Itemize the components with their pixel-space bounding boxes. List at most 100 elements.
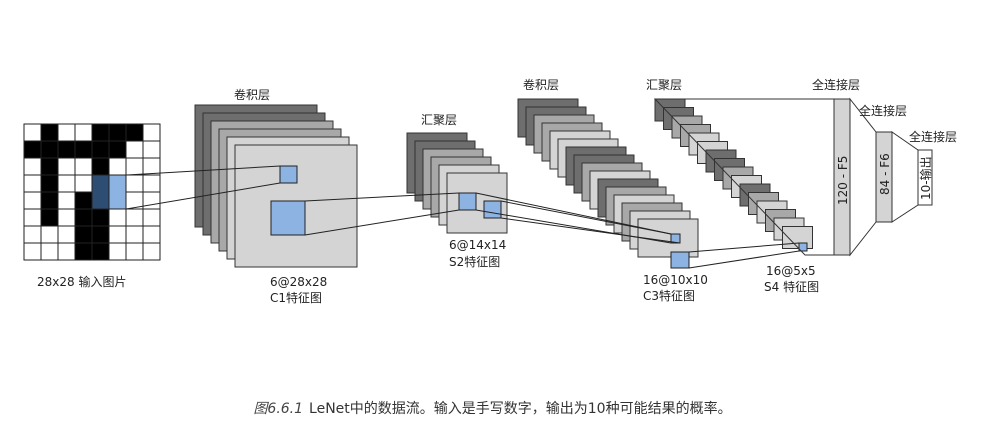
input-pixel bbox=[108, 208, 127, 227]
fc-connection-f6-out bbox=[891, 131, 919, 223]
input-pixel bbox=[57, 157, 76, 176]
c3-name-label: C3特征图 bbox=[643, 288, 695, 303]
input-pixel bbox=[40, 225, 59, 244]
input-pixel bbox=[23, 225, 42, 244]
input-caption: 28x28 输入图片 bbox=[37, 274, 126, 289]
figure-number: 图6.6.1 bbox=[253, 401, 304, 417]
input-image-grid bbox=[23, 123, 161, 261]
c3-feature-map-stack bbox=[517, 98, 699, 258]
input-pixel bbox=[142, 157, 161, 176]
input-pixel bbox=[125, 225, 144, 244]
input-pixel bbox=[91, 225, 110, 244]
input-pixel bbox=[125, 174, 144, 193]
input-pixel bbox=[23, 191, 42, 210]
proj-s2-c3-2 bbox=[500, 200, 672, 235]
s2-highlight-small bbox=[458, 192, 477, 211]
input-pixel bbox=[74, 225, 93, 244]
input-pixel bbox=[23, 208, 42, 227]
fc3-title: 全连接层 bbox=[909, 129, 957, 144]
input-pixel bbox=[74, 191, 93, 210]
input-pixel bbox=[57, 225, 76, 244]
input-pixel bbox=[40, 242, 59, 261]
input-pixel bbox=[91, 157, 110, 176]
c3-size-label: 16@10x10 bbox=[643, 273, 708, 287]
input-pixel bbox=[142, 123, 161, 142]
input-pixel bbox=[40, 174, 59, 193]
input-pixel bbox=[125, 242, 144, 261]
input-pixel bbox=[74, 242, 93, 261]
fc1-title: 全连接层 bbox=[812, 77, 860, 92]
c3-highlight-small bbox=[670, 233, 681, 244]
input-receptive-field-light bbox=[108, 174, 127, 210]
input-receptive-field-dark bbox=[91, 174, 110, 210]
s2-highlight-large bbox=[483, 200, 502, 219]
s2-size-label: 6@14x14 bbox=[449, 238, 506, 252]
c1-name-label: C1特征图 bbox=[270, 290, 322, 305]
proj-c1-s2-bottom bbox=[304, 209, 460, 236]
s4-feature-map-stack bbox=[654, 98, 813, 249]
input-pixel bbox=[91, 123, 110, 142]
feature-map bbox=[782, 226, 813, 249]
input-pixel bbox=[142, 242, 161, 261]
input-pixel bbox=[74, 174, 93, 193]
input-pixel bbox=[40, 208, 59, 227]
c1-highlight-large bbox=[270, 200, 306, 236]
conv2-title: 卷积层 bbox=[523, 77, 559, 92]
output-layer bbox=[917, 149, 933, 206]
input-pixel bbox=[125, 157, 144, 176]
input-pixel bbox=[23, 157, 42, 176]
input-pixel bbox=[40, 191, 59, 210]
input-pixel bbox=[142, 208, 161, 227]
fc-connection-f5-f6 bbox=[849, 97, 877, 257]
lenet-diagram: 120 - F5 84 - F6 10-输出 卷积层 汇聚层 卷积层 汇聚层 全… bbox=[23, 77, 957, 305]
input-pixel bbox=[91, 140, 110, 159]
pool2-title: 汇聚层 bbox=[646, 78, 682, 92]
input-pixel bbox=[40, 140, 59, 159]
input-pixel bbox=[142, 140, 161, 159]
c1-size-label: 6@28x28 bbox=[270, 275, 327, 289]
conv1-title: 卷积层 bbox=[234, 87, 270, 102]
feature-map bbox=[637, 218, 699, 258]
input-pixel bbox=[142, 225, 161, 244]
figure-caption-text: LeNet中的数据流。输入是手写数字，输出为10种可能结果的概率。 bbox=[309, 401, 732, 417]
input-pixel bbox=[23, 242, 42, 261]
s4-highlight bbox=[798, 242, 808, 252]
f6-label: 84 - F6 bbox=[878, 153, 892, 195]
input-pixel bbox=[142, 174, 161, 193]
projection-lines bbox=[125, 165, 800, 269]
input-pixel bbox=[57, 242, 76, 261]
input-pixel bbox=[108, 225, 127, 244]
input-pixel bbox=[108, 140, 127, 159]
f5-label: 120 - F5 bbox=[836, 156, 850, 205]
input-pixel bbox=[125, 208, 144, 227]
input-pixel bbox=[74, 123, 93, 142]
input-pixel bbox=[40, 123, 59, 142]
fc2-title: 全连接层 bbox=[859, 103, 907, 118]
proj-s2-c3-3 bbox=[500, 217, 681, 244]
s4-size-label: 16@5x5 bbox=[766, 264, 816, 278]
input-pixel bbox=[57, 123, 76, 142]
input-pixel bbox=[57, 174, 76, 193]
input-pixel bbox=[125, 123, 144, 142]
input-pixel bbox=[91, 242, 110, 261]
c1-highlight-small bbox=[279, 165, 298, 184]
input-pixel bbox=[23, 123, 42, 142]
input-pixel bbox=[108, 123, 127, 142]
c3-highlight-large bbox=[670, 251, 690, 269]
proj-c1-s2-top bbox=[304, 192, 460, 202]
input-pixel bbox=[142, 191, 161, 210]
input-pixel bbox=[23, 140, 42, 159]
output-label: 10-输出 bbox=[918, 156, 933, 200]
proj-c3-s4-top bbox=[688, 242, 800, 253]
input-pixel bbox=[57, 191, 76, 210]
figure-caption: 图6.6.1 LeNet中的数据流。输入是手写数字，输出为10种可能结果的概率。 bbox=[0, 398, 985, 418]
proj-c3-s4-bottom bbox=[688, 250, 800, 269]
input-pixel bbox=[74, 140, 93, 159]
fc-layers: 120 - F5 84 - F6 10-输出 bbox=[653, 97, 933, 257]
input-pixel bbox=[40, 157, 59, 176]
input-pixel bbox=[74, 208, 93, 227]
receptive-field-highlights bbox=[270, 165, 808, 269]
input-pixel bbox=[108, 157, 127, 176]
pool1-title: 汇聚层 bbox=[421, 113, 457, 127]
s2-name-label: S2特征图 bbox=[449, 254, 500, 269]
